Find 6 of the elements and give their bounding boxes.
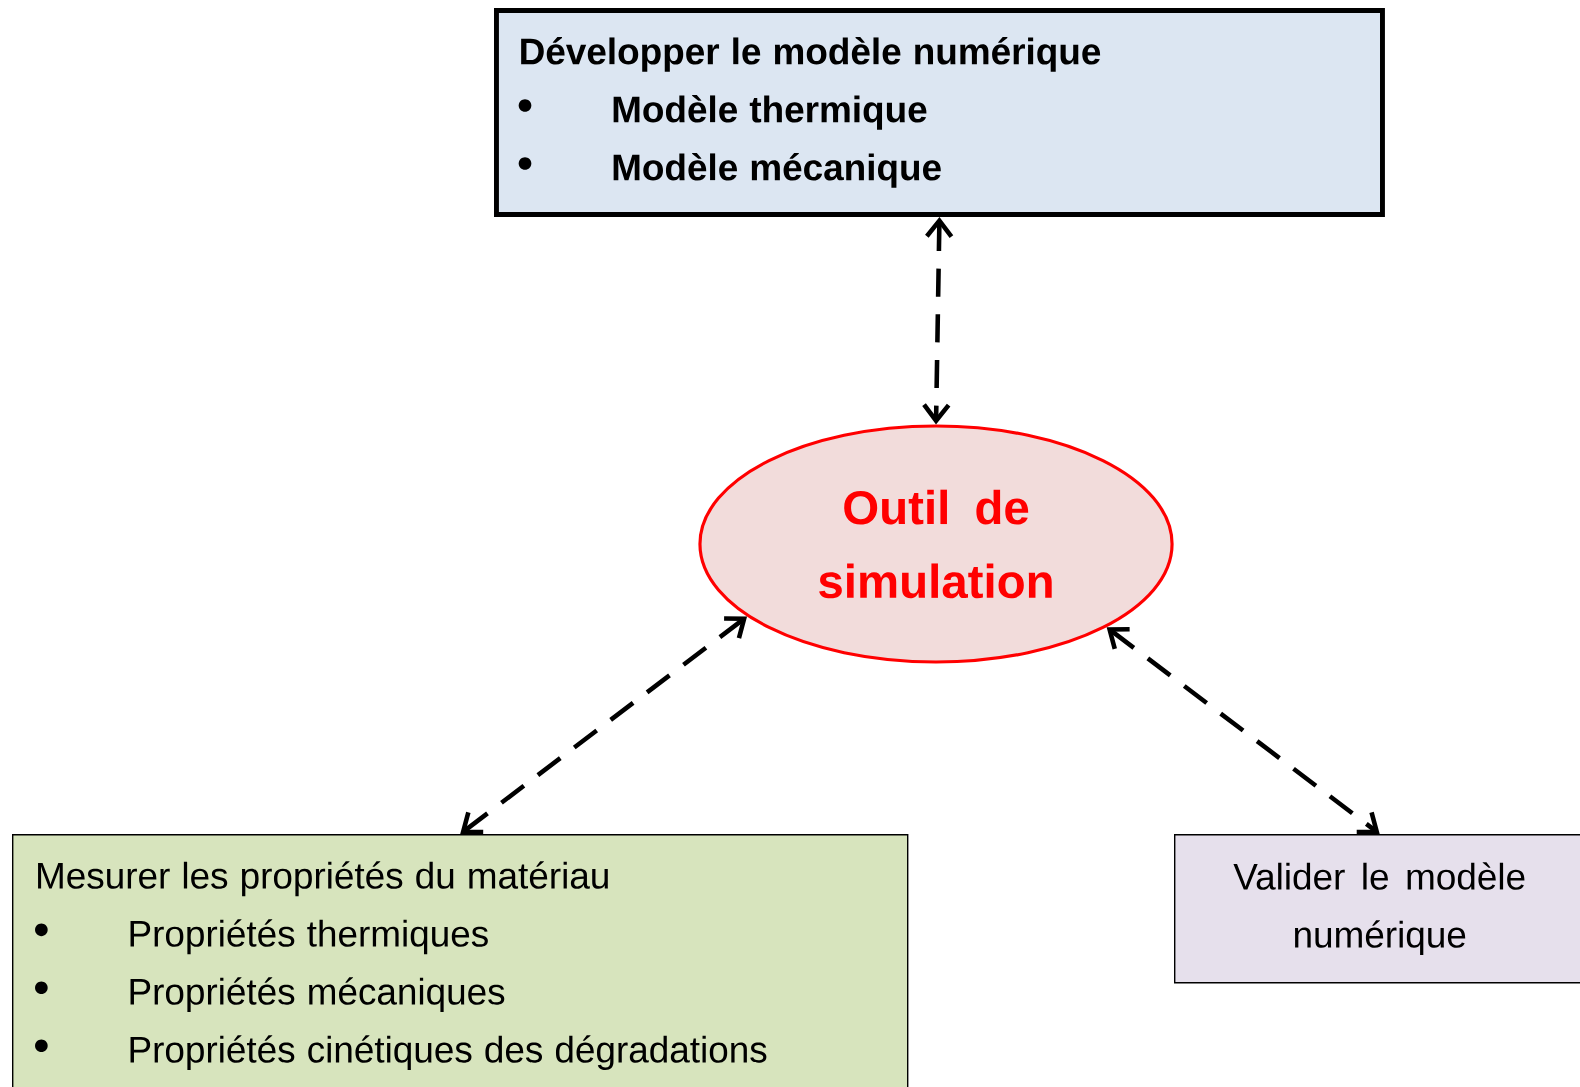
process-box: Valider le modèle numérique xyxy=(1174,834,1580,984)
arrow xyxy=(1106,626,1380,835)
arrow xyxy=(460,616,748,835)
process-box: Développer le modèle numérique Modèle thermique Modèle mécanique xyxy=(494,8,1385,217)
process-box: Mesurer les propriétés du matériau Propriétés thermiques Propriétés mécaniques Propriétés cinétiques des dégradations xyxy=(12,834,909,1087)
arrow xyxy=(922,216,954,425)
